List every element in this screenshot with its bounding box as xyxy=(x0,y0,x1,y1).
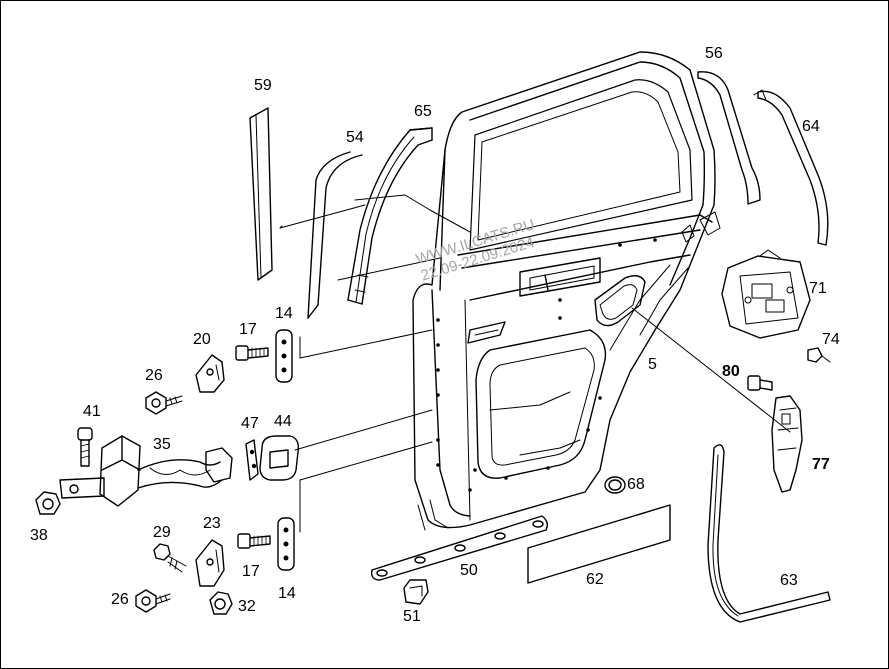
bolt-41 xyxy=(77,427,93,467)
hinge-upper-20 xyxy=(195,354,225,393)
screw-80 xyxy=(747,375,773,391)
callout-26-lower[interactable]: 26 xyxy=(111,591,129,608)
plate-14b xyxy=(277,517,295,571)
callout-77[interactable]: 77 xyxy=(812,456,830,473)
callout-35[interactable]: 35 xyxy=(153,436,171,453)
callout-14-upper[interactable]: 14 xyxy=(275,305,293,322)
bracket-47 xyxy=(245,439,259,481)
callout-5[interactable]: 5 xyxy=(648,356,657,373)
callout-63[interactable]: 63 xyxy=(780,572,798,589)
callout-44[interactable]: 44 xyxy=(274,413,292,430)
sill-trim-50 xyxy=(370,515,549,581)
guide-rail-65 xyxy=(347,127,433,305)
callout-38[interactable]: 38 xyxy=(30,527,48,544)
callout-62[interactable]: 62 xyxy=(586,571,604,588)
callout-59[interactable]: 59 xyxy=(254,77,272,94)
callout-32[interactable]: 32 xyxy=(238,598,256,615)
callout-20[interactable]: 20 xyxy=(193,331,211,348)
callout-56[interactable]: 56 xyxy=(705,45,723,62)
grommet-68 xyxy=(604,476,626,494)
callout-14-lower[interactable]: 14 xyxy=(278,585,296,602)
callout-64[interactable]: 64 xyxy=(802,118,820,135)
clip-51 xyxy=(403,579,429,605)
callout-74[interactable]: 74 xyxy=(822,331,840,348)
callout-23[interactable]: 23 xyxy=(203,515,221,532)
lock-71 xyxy=(721,249,811,339)
screw-29 xyxy=(153,543,187,573)
leader-lines xyxy=(279,194,791,533)
foil-62 xyxy=(527,504,671,584)
trim-59 xyxy=(249,107,273,281)
callout-47[interactable]: 47 xyxy=(241,415,259,432)
seal-56 xyxy=(697,71,761,205)
hinge-lower-23 xyxy=(195,539,225,587)
bolt-17a xyxy=(235,345,269,361)
bushing-44 xyxy=(259,435,300,481)
seal-64 xyxy=(753,89,829,246)
callout-17-upper[interactable]: 17 xyxy=(239,321,257,338)
nut-38 xyxy=(35,491,61,515)
callout-41[interactable]: 41 xyxy=(83,403,101,420)
seal-63 xyxy=(707,444,831,623)
callout-51[interactable]: 51 xyxy=(403,608,421,625)
callout-17-lower[interactable]: 17 xyxy=(242,563,260,580)
bolt-74 xyxy=(807,347,831,363)
striker-77 xyxy=(771,395,803,493)
door-shell xyxy=(412,51,721,531)
callout-29[interactable]: 29 xyxy=(153,524,171,541)
door-check-35 xyxy=(59,435,233,507)
callout-26-upper[interactable]: 26 xyxy=(145,367,163,384)
nut-32 xyxy=(209,591,233,615)
callout-68[interactable]: 68 xyxy=(627,476,645,493)
door-holes xyxy=(436,238,657,492)
channel-54 xyxy=(307,151,363,319)
callout-54[interactable]: 54 xyxy=(346,129,364,146)
plate-14a xyxy=(275,329,293,383)
callout-80[interactable]: 80 xyxy=(722,363,740,380)
screw-26b xyxy=(135,589,171,613)
callout-71[interactable]: 71 xyxy=(809,280,827,297)
bolt-17b xyxy=(237,533,271,549)
callout-50[interactable]: 50 xyxy=(460,562,478,579)
screw-26a xyxy=(145,391,183,415)
callout-65[interactable]: 65 xyxy=(414,103,432,120)
